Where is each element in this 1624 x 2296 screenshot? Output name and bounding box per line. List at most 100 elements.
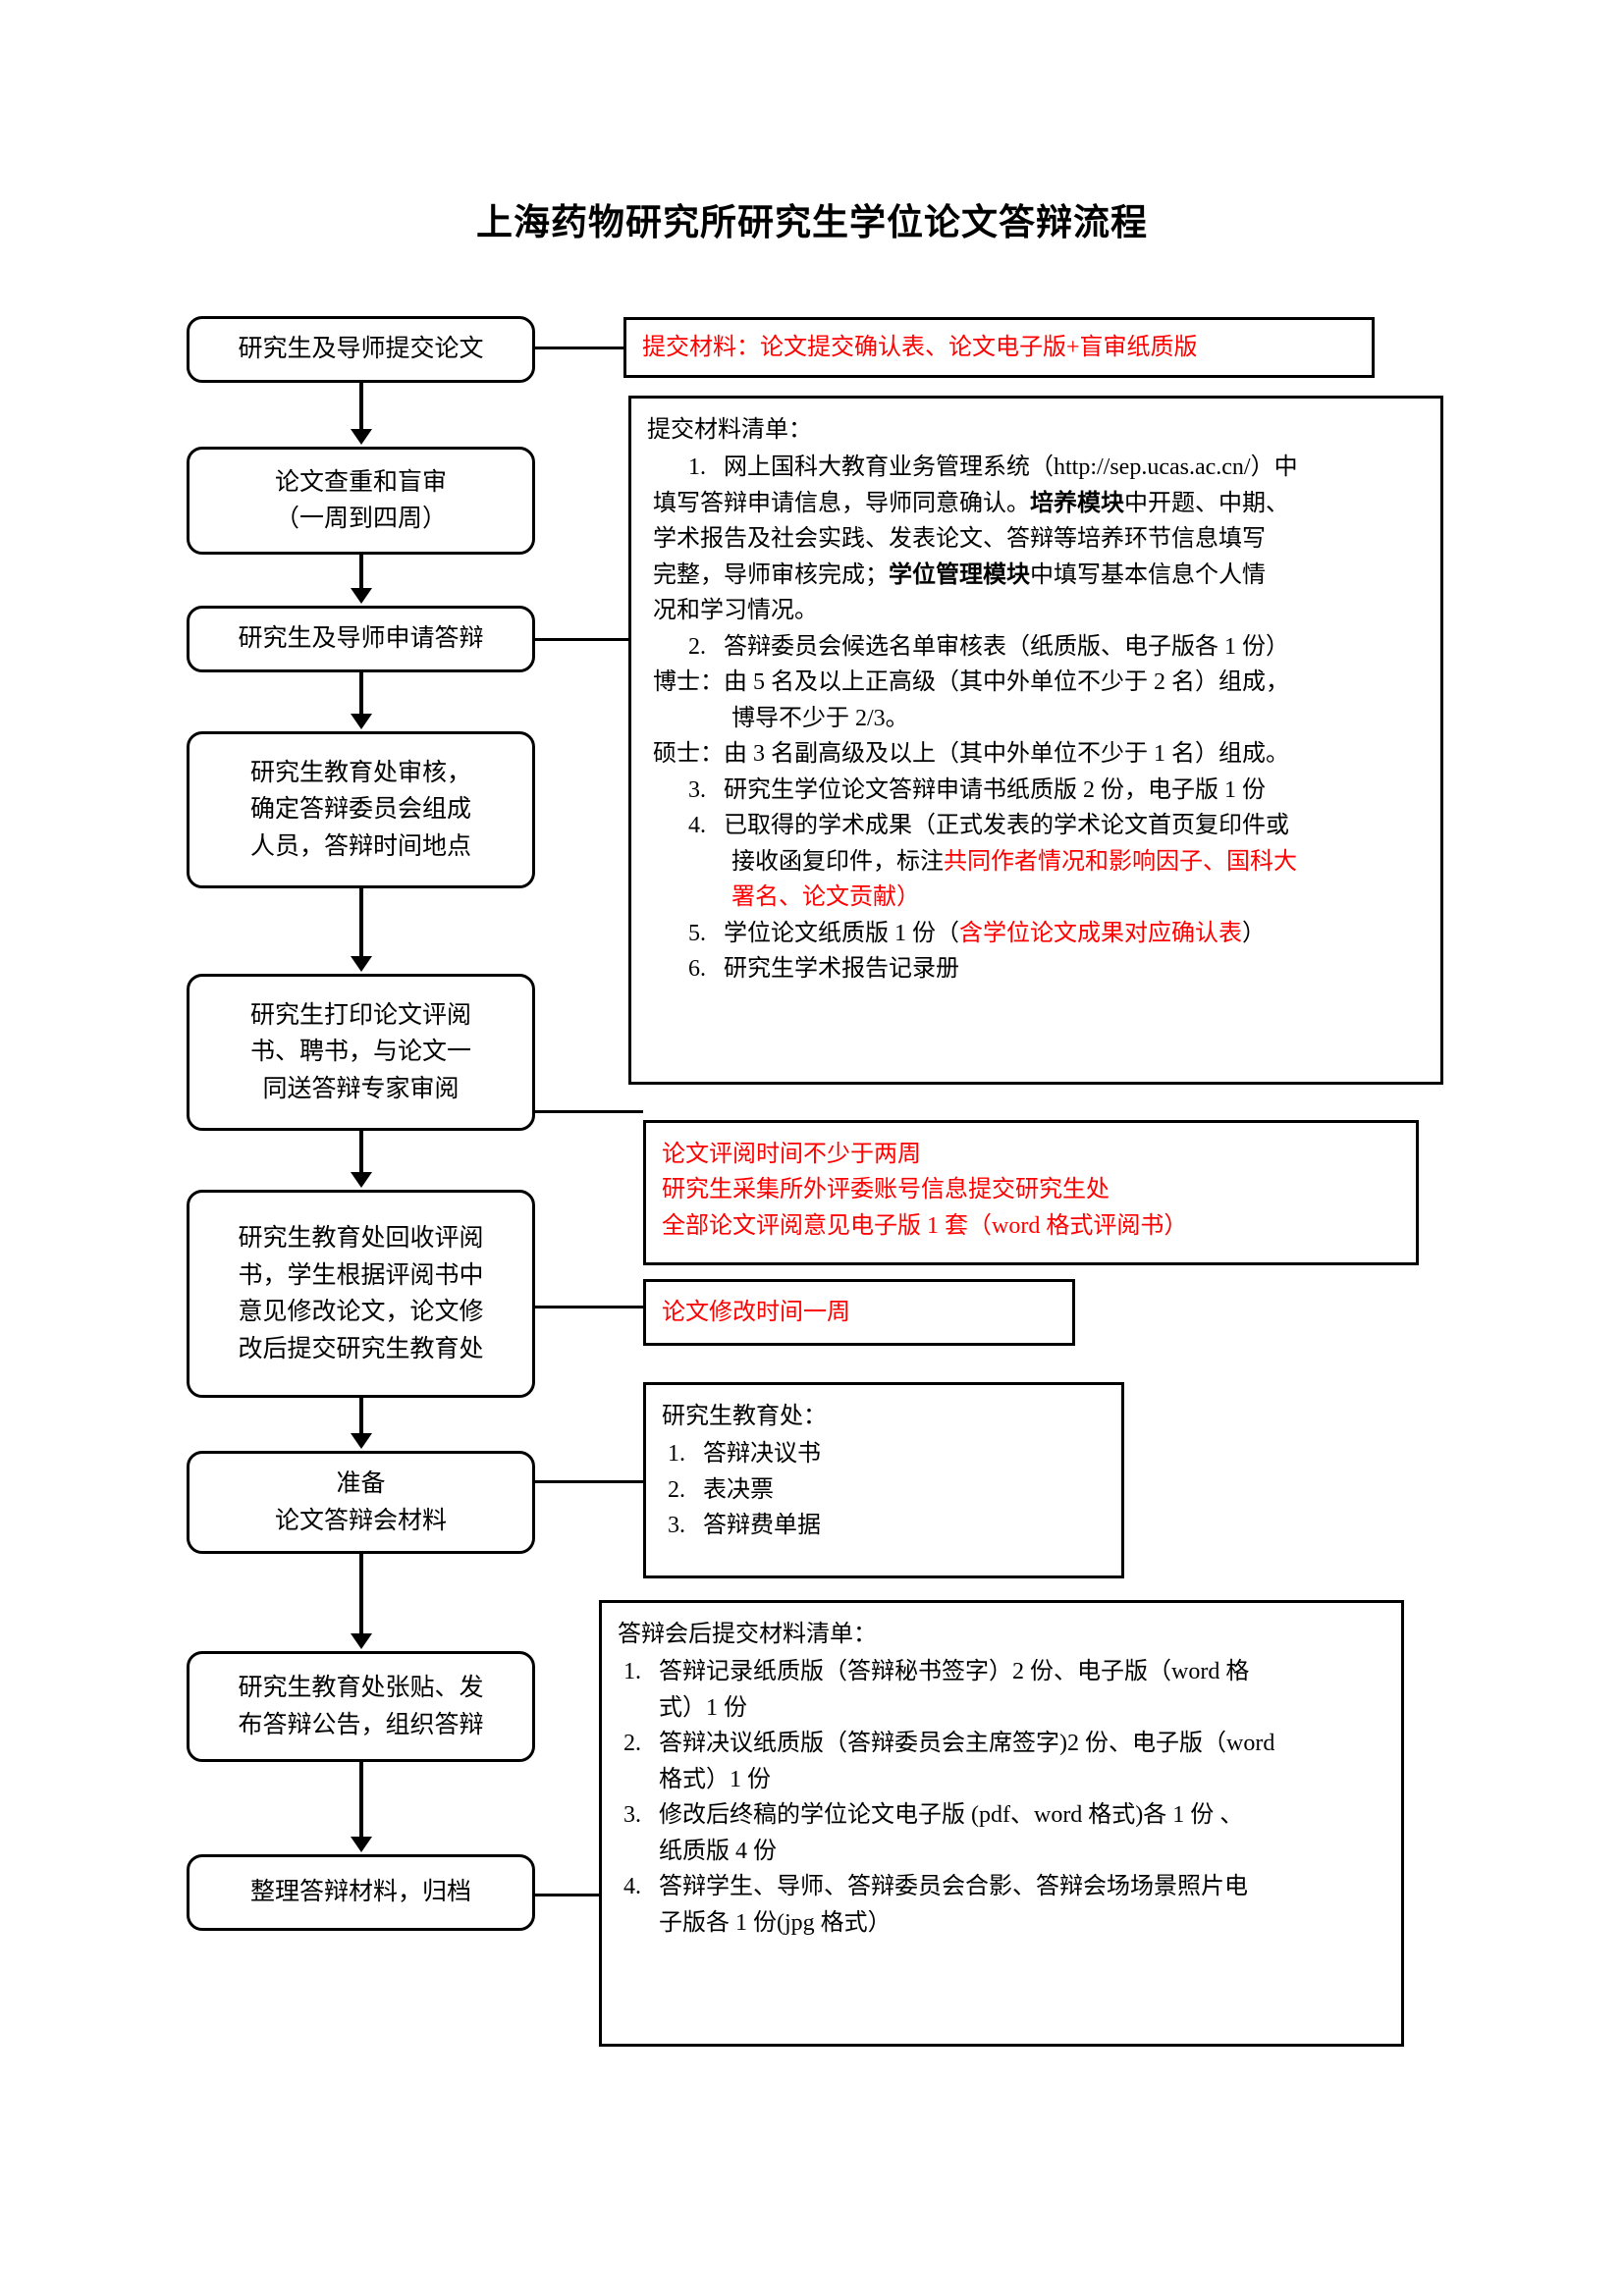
post-defense-item: 1. 答辩记录纸质版（答辩秘书签字）2 份、电子版（word 格	[623, 1654, 1387, 1689]
note-application-checklist: 提交材料清单： 1. 网上国科大教育业务管理系统（http://sep.ucas…	[628, 396, 1443, 1085]
item-text: 研究生学位论文答辩申请书纸质版 2 份，电子版 1 份	[724, 776, 1266, 803]
review-time-line: 研究生采集所外评委账号信息提交研究生处	[662, 1177, 1110, 1203]
item-number: 3.	[623, 1802, 641, 1829]
post-defense-item: 纸质版 4 份	[659, 1834, 1387, 1869]
item-number: 1.	[688, 454, 706, 481]
arrow-6-7	[351, 1433, 372, 1449]
flow-step-line: 研究生教育处审核，	[249, 759, 471, 786]
link-archive-to-postlist	[535, 1894, 599, 1896]
connector-4-5	[359, 888, 363, 958]
flow-step-line: 书、聘书，与论文一	[249, 1039, 471, 1066]
flow-step-line: 整理答辩材料，归档	[249, 1879, 471, 1906]
checklist-item: 4. 已取得的学术成果（正式发表的学术论文首页复印件或	[688, 808, 1427, 843]
flow-step-line: 意见修改论文，论文修	[238, 1299, 484, 1325]
item-text: 填写答辩申请信息，导师同意确认。培养模块中开题、中期、	[653, 490, 1289, 516]
note-office-docs: 研究生教育处： 1. 答辩决议书 2. 表决票 3. 答辩费单据	[643, 1382, 1124, 1578]
flow-step-line: 准备	[336, 1470, 386, 1497]
checklist-item: 3. 研究生学位论文答辩申请书纸质版 2 份，电子版 1 份	[688, 773, 1427, 808]
item-number: 4.	[623, 1874, 641, 1900]
item-number: 2.	[623, 1731, 641, 1757]
office-docs-item: 1. 答辩决议书	[668, 1436, 1108, 1471]
item-text: 修改后终稿的学位论文电子版 (pdf、word 格式)各 1 份 、	[659, 1802, 1244, 1829]
arrow-3-4	[351, 714, 372, 729]
item-number: 3.	[688, 776, 706, 803]
flow-step-prepare-materials[interactable]: 准备 论文答辩会材料	[187, 1451, 535, 1554]
checklist-item: 6. 研究生学术报告记录册	[688, 951, 1427, 987]
item-text: 博士：由 5 名及以上正高级（其中外单位不少于 2 名）组成，	[653, 669, 1289, 696]
post-defense-item: 3. 修改后终稿的学位论文电子版 (pdf、word 格式)各 1 份 、	[623, 1797, 1387, 1833]
flow-step-line: （一周到四周）	[274, 506, 447, 532]
arrow-5-6	[351, 1172, 372, 1188]
item-text: 答辩决议书	[703, 1441, 821, 1468]
flow-step-submit-thesis[interactable]: 研究生及导师提交论文	[187, 316, 535, 383]
item-text: 博导不少于 2/3。	[731, 705, 909, 731]
page-title: 上海药物研究所研究生学位论文答辩流程	[476, 203, 1148, 243]
item-text: 完整，导师审核完成；学位管理模块中填写基本信息个人情	[653, 561, 1266, 588]
arrow-8-9	[351, 1837, 372, 1852]
item-text: 答辩决议纸质版（答辩委员会主席签字)2 份、电子版（word	[659, 1731, 1275, 1757]
item-text: 况和学习情况。	[653, 598, 818, 624]
flow-step-line: 确定答辩委员会组成	[249, 796, 471, 824]
item-text: 网上国科大教育业务管理系统（http://sep.ucas.ac.cn/）中	[724, 454, 1298, 481]
item-text: 答辩学生、导师、答辩委员会合影、答辩会场场景照片电	[659, 1874, 1248, 1900]
item-text: 学术报告及社会实践、发表论文、答辩等培养环节信息填写	[653, 526, 1266, 553]
note-submit-materials: 提交材料：论文提交确认表、论文电子版+盲审纸质版	[623, 317, 1375, 378]
item-number: 6.	[688, 956, 706, 983]
arrow-4-5	[351, 956, 372, 972]
flow-step-collect-revise[interactable]: 研究生教育处回收评阅 书，学生根据评阅书中 意见修改论文，论文修 改后提交研究生…	[187, 1190, 535, 1398]
item-text: 格式）1 份	[659, 1766, 771, 1792]
arrow-7-8	[351, 1633, 372, 1649]
item-text: 表决票	[703, 1476, 774, 1503]
item-text: 答辩记录纸质版（答辩秘书签字）2 份、电子版（word 格	[659, 1659, 1250, 1685]
item-number: 3.	[668, 1513, 685, 1539]
note-submit-materials-text: 提交材料：论文提交确认表、论文电子版+盲审纸质版	[642, 334, 1198, 360]
item-text: 式）1 份	[659, 1694, 747, 1721]
post-defense-item: 格式）1 份	[659, 1762, 1387, 1797]
item-text: 硕士：由 3 名副高级及以上（其中外单位不少于 1 名）组成。	[653, 741, 1289, 768]
item-text: 答辩委员会候选名单审核表（纸质版、电子版各 1 份）	[724, 633, 1289, 660]
review-time-line: 全部论文评阅意见电子版 1 套（word 格式评阅书）	[662, 1212, 1188, 1239]
post-defense-item: 2. 答辩决议纸质版（答辩委员会主席签字)2 份、电子版（word	[623, 1726, 1387, 1761]
flow-step-archive[interactable]: 整理答辩材料，归档	[187, 1854, 535, 1931]
flow-step-line: 研究生及导师提交论文	[238, 336, 484, 363]
note-revision-time: 论文修改时间一周	[643, 1279, 1075, 1346]
note-review-time: 论文评阅时间不少于两周 研究生采集所外评委账号信息提交研究生处 全部论文评阅意见…	[643, 1120, 1419, 1265]
item-number: 2.	[688, 633, 706, 660]
flow-step-line: 人员，答辩时间地点	[249, 832, 471, 860]
item-number: 4.	[688, 813, 706, 839]
checklist-item: 1. 网上国科大教育业务管理系统（http://sep.ucas.ac.cn/）…	[688, 450, 1427, 485]
revision-time-text: 论文修改时间一周	[662, 1299, 850, 1325]
item-text: 接收函复印件，标注共同作者情况和影响因子、国科大	[731, 848, 1297, 875]
checklist-item: 署名、论文贡献）	[731, 880, 1427, 915]
flow-step-office-review[interactable]: 研究生教育处审核， 确定答辩委员会组成 人员，答辩时间地点	[187, 731, 535, 888]
note-post-defense-checklist: 答辩会后提交材料清单： 1. 答辩记录纸质版（答辩秘书签字）2 份、电子版（wo…	[599, 1600, 1404, 2047]
checklist-item: 接收函复印件，标注共同作者情况和影响因子、国科大	[731, 844, 1427, 880]
item-number: 2.	[668, 1476, 685, 1503]
flow-step-print-review-docs[interactable]: 研究生打印论文评阅 书、聘书，与论文一 同送答辩专家审阅	[187, 974, 535, 1131]
review-time-line: 论文评阅时间不少于两周	[662, 1142, 921, 1167]
item-text: 子版各 1 份(jpg 格式）	[659, 1909, 892, 1936]
link-prepare-to-officedocs	[535, 1480, 643, 1483]
flow-step-plagiarism-blind[interactable]: 论文查重和盲审 （一周到四周）	[187, 447, 535, 555]
arrow-1-2	[351, 429, 372, 445]
item-text: 纸质版 4 份	[659, 1838, 777, 1864]
flow-step-line: 布答辩公告，组织答辩	[238, 1711, 484, 1738]
checklist-item: 完整，导师审核完成；学位管理模块中填写基本信息个人情	[653, 558, 1427, 593]
checklist-item-master: 硕士：由 3 名副高级及以上（其中外单位不少于 1 名）组成。	[653, 736, 1427, 772]
item-number: 5.	[688, 920, 706, 946]
link-collect-to-revisiontime	[535, 1306, 643, 1308]
link-submit-to-note	[535, 347, 623, 349]
checklist-item: 填写答辩申请信息，导师同意确认。培养模块中开题、中期、	[653, 486, 1427, 521]
post-defense-item: 4. 答辩学生、导师、答辩委员会合影、答辩会场场景照片电	[623, 1869, 1387, 1904]
flow-step-apply-defense[interactable]: 研究生及导师申请答辩	[187, 606, 535, 672]
connector-1-2	[359, 383, 363, 431]
connector-7-8	[359, 1554, 363, 1635]
link-apply-to-checklist	[535, 638, 628, 641]
office-docs-item: 2. 表决票	[668, 1472, 1108, 1508]
item-text: 答辩费单据	[703, 1513, 821, 1539]
flow-step-post-organize[interactable]: 研究生教育处张贴、发 布答辩公告，组织答辩	[187, 1651, 535, 1762]
connector-6-7	[359, 1398, 363, 1435]
item-number: 1.	[668, 1441, 685, 1468]
checklist-heading: 提交材料清单：	[647, 417, 812, 443]
